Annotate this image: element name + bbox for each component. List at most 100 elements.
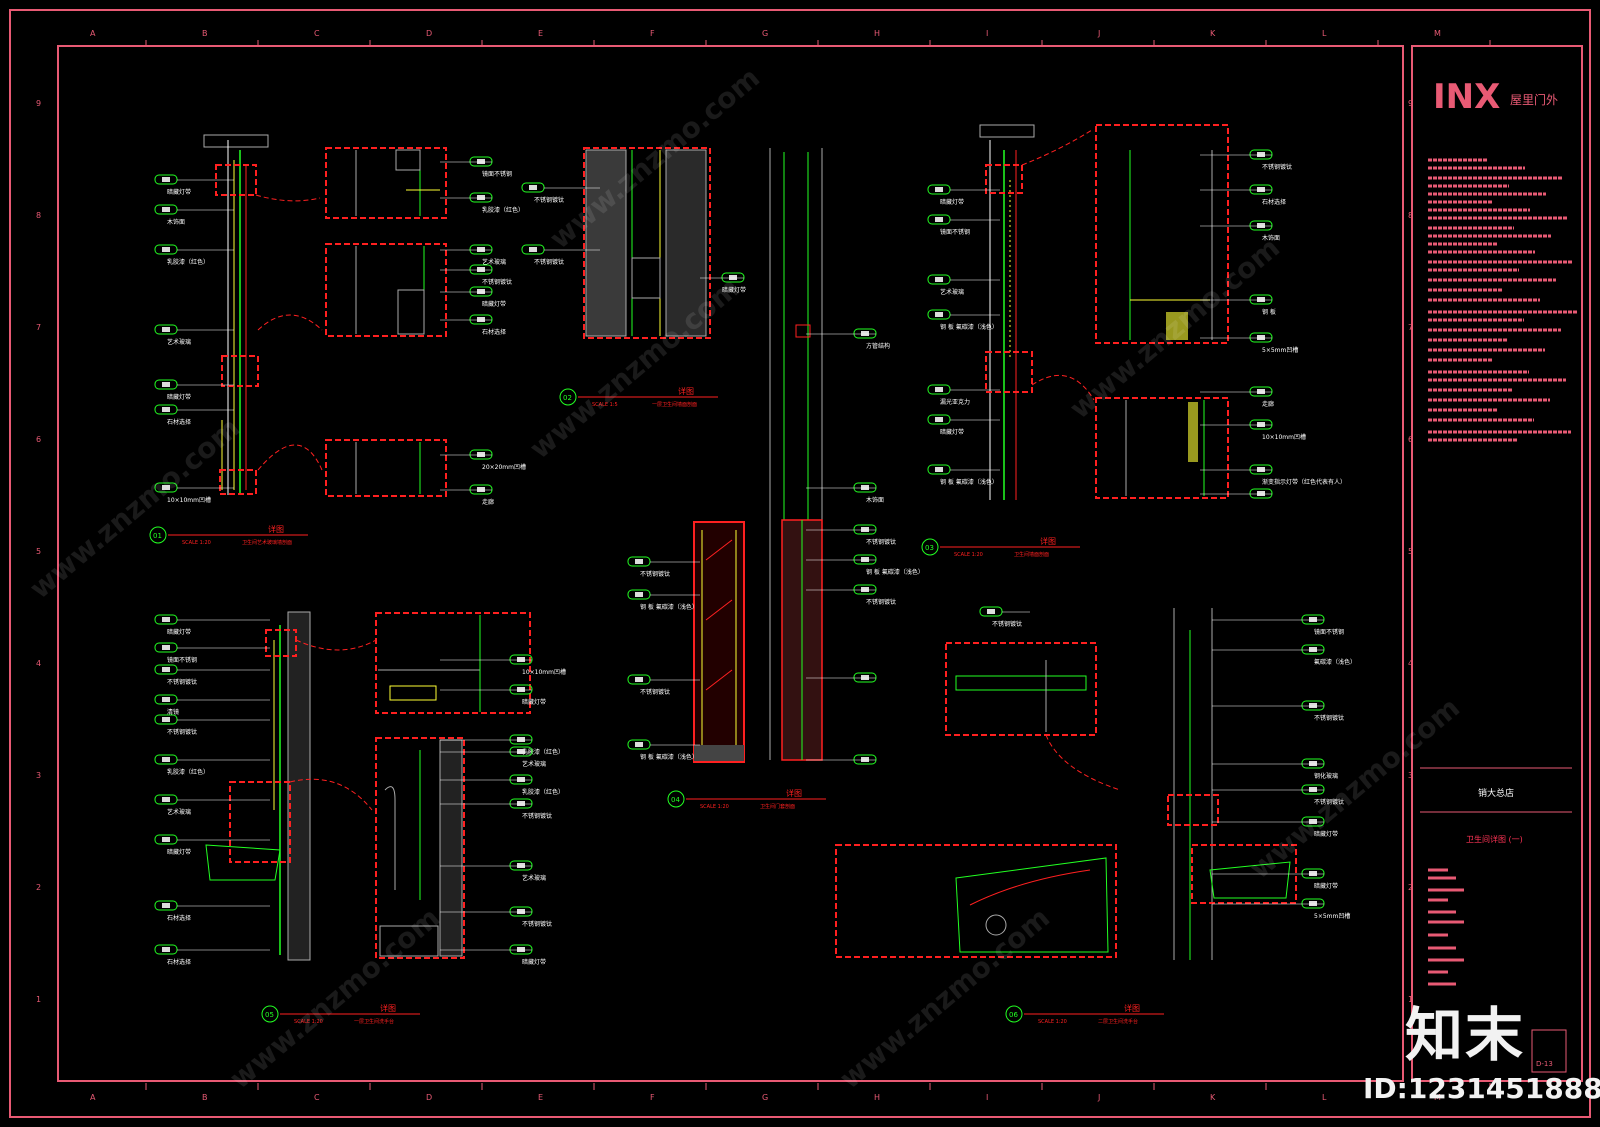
callout-tag [469,286,493,297]
detail-label: 详图 [786,788,802,798]
callout-label: 不锈钢镀钛 [1314,714,1344,722]
grid-col-label: K [1210,1093,1216,1102]
callout-label: 不锈钢镀钛 [866,538,896,546]
detail-desc: 一层卫生间墙面剖面 [652,401,697,408]
detail-scale: SCALE 1:20 [294,1019,323,1025]
callout-tag [509,906,533,917]
callout-label: 不锈钢镀钛 [534,196,564,204]
detail-label: 详图 [268,524,284,534]
callout-tag [509,684,533,695]
grid-row-label: 5 [1408,547,1413,556]
callout-label: 氟碳漆（浅色） [1314,658,1356,666]
grid-row-label: 2 [1408,883,1413,892]
callout-tag [154,900,178,911]
detail-label: 详图 [380,1003,396,1013]
callout-label: 石材选择 [482,328,506,336]
callout-label: 走廊 [482,498,494,506]
callout-tag [1249,220,1273,231]
callout-tag [1249,464,1273,475]
detail-scale: SCALE 1:20 [954,552,983,558]
grid-row-label: 3 [36,771,41,780]
grid-col-label: C [314,1093,320,1102]
detail-03-drawing [769,148,823,761]
detail-scale: SCALE 1:20 [1038,1019,1067,1025]
callout-tag [154,174,178,185]
callout-tag [509,774,533,785]
grid-col-label: E [538,29,543,38]
callout-tag [521,244,545,255]
detail-01-drawing [203,134,447,497]
grid-row-label: 7 [36,323,41,332]
callout-label: 暗藏灯带 [167,628,191,636]
detail-number: 05 [265,1011,274,1019]
callout-tag [154,754,178,765]
callout-tag [469,192,493,203]
grid-row-label: 1 [36,995,41,1004]
callout-tag [853,524,877,535]
callout-label: 5×5mm凹槽 [1262,346,1298,354]
callout-tag [154,834,178,845]
callout-tag [927,274,951,285]
callout-label: 暗藏灯带 [167,393,191,401]
callout-label: 不锈钢镀钛 [992,620,1022,628]
detail-scale: SCALE 1:20 [182,540,211,546]
grid-row-label: 9 [36,99,41,108]
grid-col-label: M [1434,29,1441,38]
grid-col-label: E [538,1093,543,1102]
grid-row-label: 9 [1408,99,1413,108]
detail-desc: 卫生间艺术玻璃墙剖面 [242,539,292,546]
grid-row-label: 4 [36,659,41,668]
callout-label: 不锈钢镀钛 [640,570,670,578]
grid-col-label: I [986,29,988,38]
grid-row-label: 6 [1408,435,1413,444]
callout-label: 清镜 [167,708,179,716]
callout-tag [1249,386,1273,397]
callout-label: 乳胶漆（红色） [482,206,524,214]
callout-label: 石材选择 [1262,198,1286,206]
grid-row-label: 4 [1408,659,1413,668]
callout-tag [853,754,877,765]
callout-label: 暗藏灯带 [722,286,746,294]
callout-label: 木饰面 [1262,234,1280,242]
callout-tag [1301,758,1325,769]
callout-label: 暗藏灯带 [167,848,191,856]
callout-label: 暗藏灯带 [940,198,964,206]
detail-desc: 一层卫生间洗手台 [354,1018,394,1025]
callout-label: 乳胶漆（红色） [167,258,209,266]
callout-label: 不锈钢镀钛 [1262,163,1292,171]
callout-tag [1249,332,1273,343]
callout-tag [469,244,493,255]
callout-label: 钢 板 氟碳漆（浅色） [866,568,924,576]
callout-tag [154,642,178,653]
grid-col-label: F [650,29,655,38]
callout-tag [469,449,493,460]
callout-tag [509,860,533,871]
callout-tag [509,654,533,665]
callout-label: 渐变指示灯带（红色代表有人） [1262,478,1346,486]
logo-brand: INX [1433,77,1500,117]
callout-tag [1301,614,1325,625]
callout-tag [853,482,877,493]
grid-col-label: J [1097,29,1100,38]
callout-label: 镜面不锈钢 [482,170,512,178]
callout-label: 不锈钢镀钛 [522,920,552,928]
callout-label: 钢化玻璃 [1314,772,1338,780]
detail-desc: 卫生间门套剖面 [760,803,795,810]
callout-tag [927,214,951,225]
callout-tag [1249,294,1273,305]
callout-label: 不锈钢镀钛 [534,258,564,266]
detail-02-drawing [583,147,711,339]
logo-tag: 屋里门外 [1510,92,1558,107]
callout-tag [627,589,651,600]
callout-tag [1301,784,1325,795]
grid-row-label: 3 [1408,771,1413,780]
callout-label: 钢 板 氟碳漆（浅色） [940,323,998,331]
callout-label: 不锈钢镀钛 [167,728,197,736]
callout-tag [521,182,545,193]
callout-label: 暗藏灯带 [1314,830,1338,838]
callout-label: 石材选择 [167,958,191,966]
callout-tag [927,184,951,195]
outer-frame [9,9,1591,1118]
detail-number: 03 [925,544,934,552]
